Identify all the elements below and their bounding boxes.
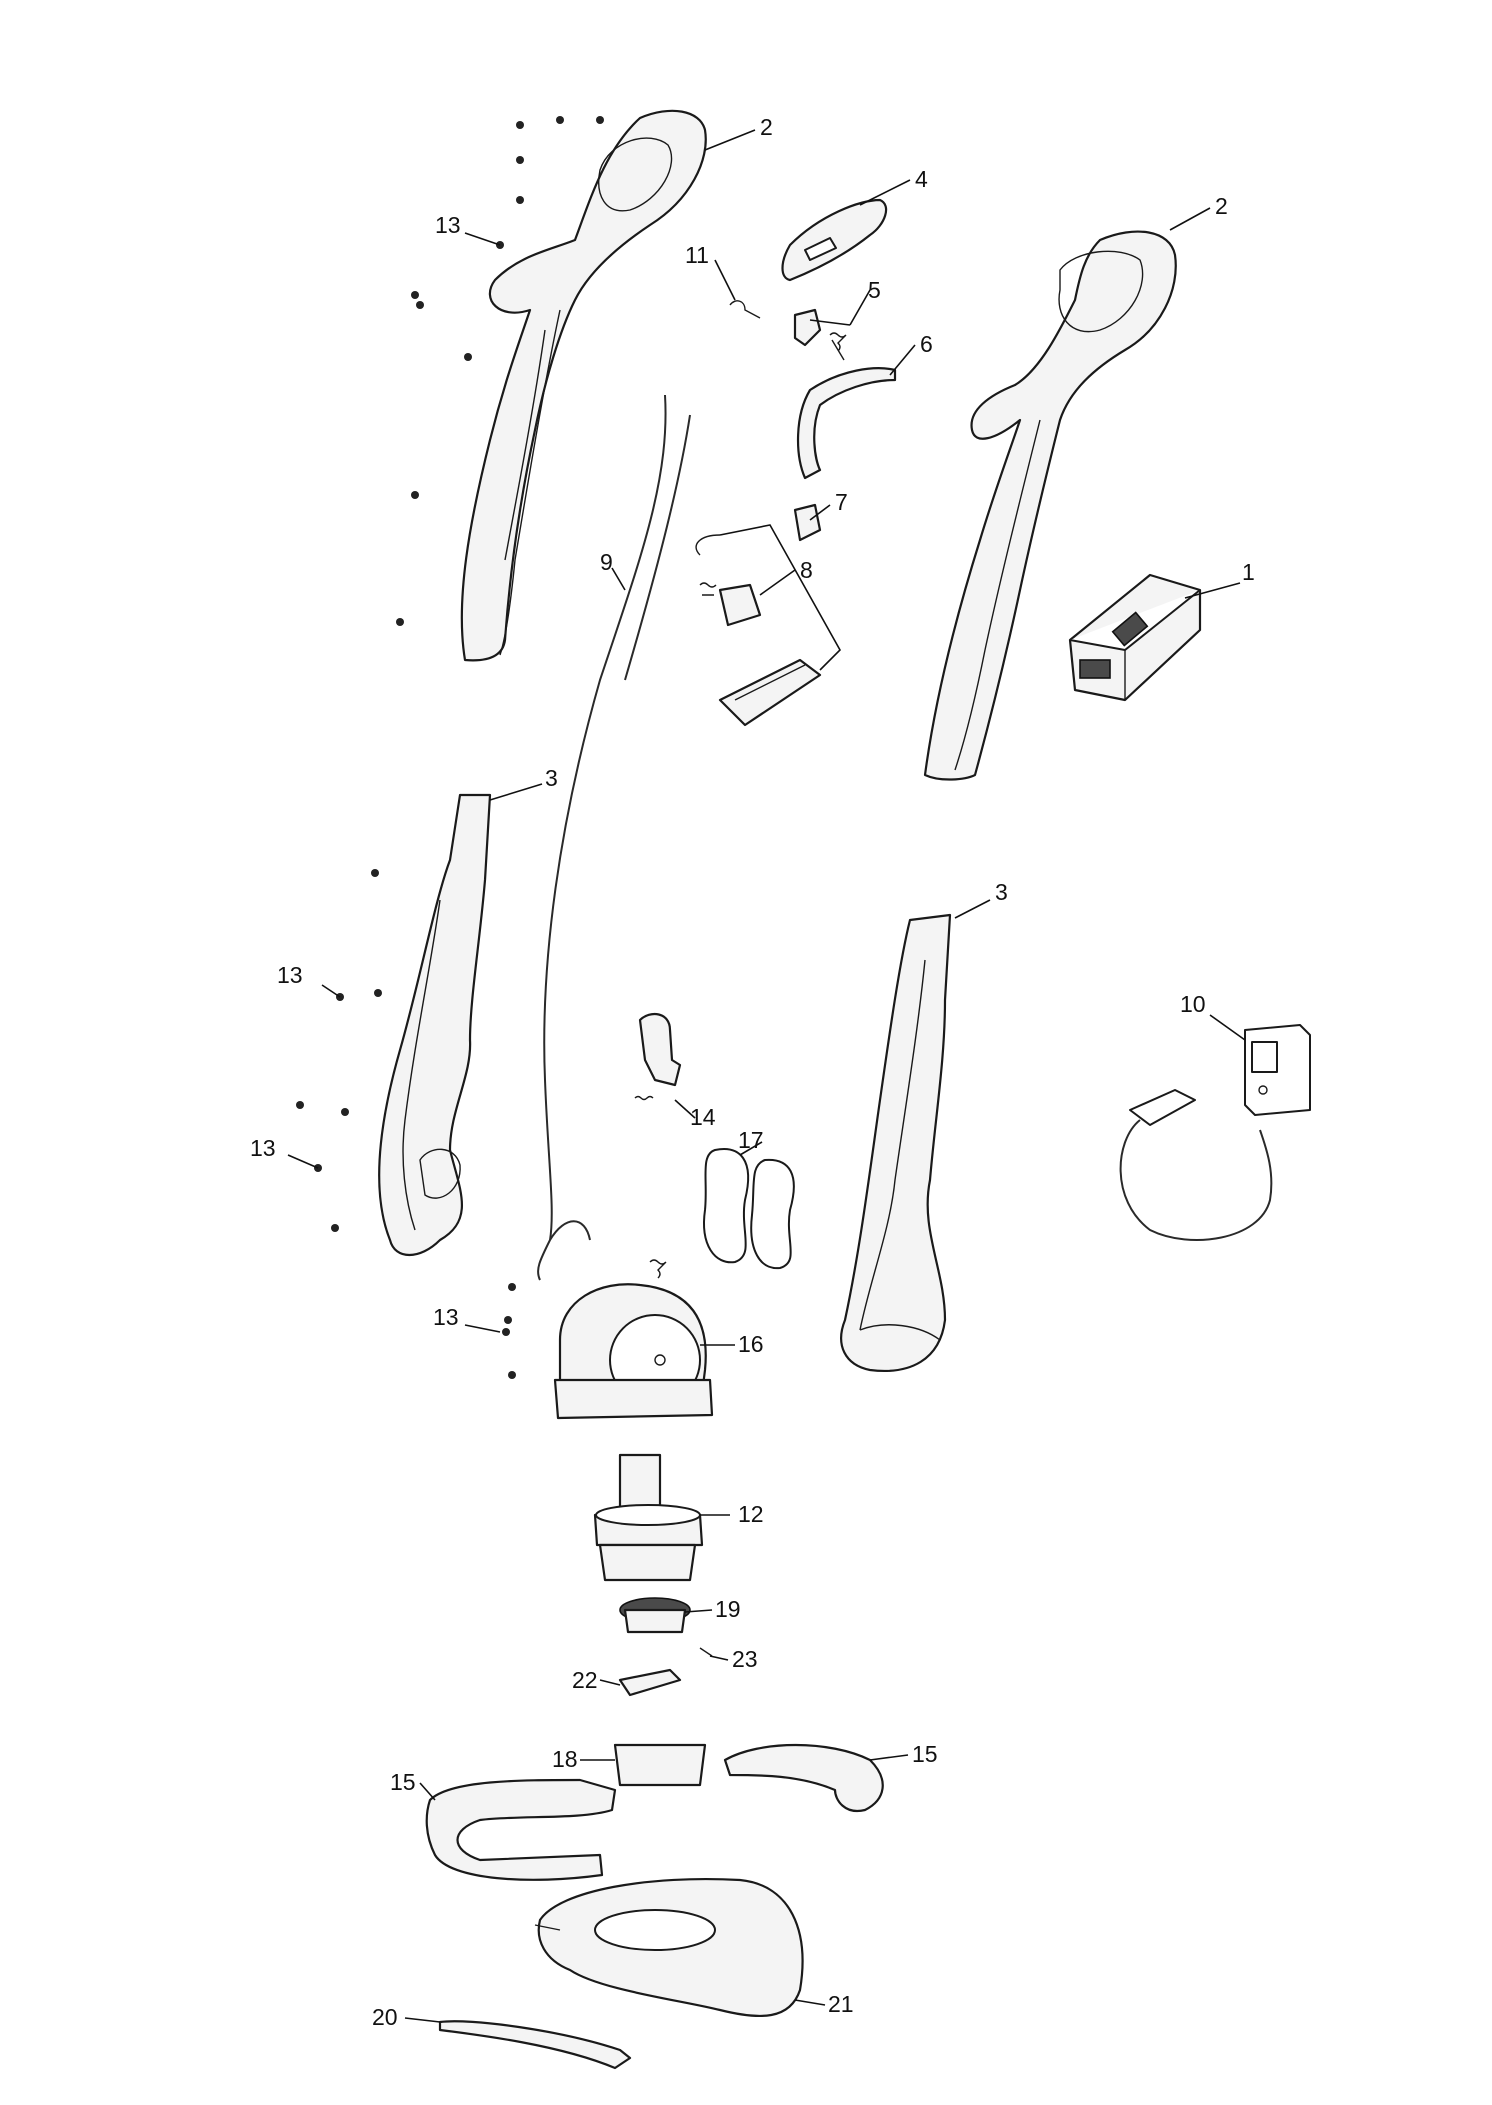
- battery-pack: [1068, 573, 1202, 702]
- switch: [793, 308, 822, 347]
- trigger-cover-slot: [804, 237, 837, 261]
- callout-17: 17: [738, 1127, 764, 1153]
- callout-12: 12: [738, 1501, 764, 1527]
- trigger-lever: [797, 367, 897, 480]
- callout-8: 8: [800, 557, 813, 583]
- switch-assembly: [695, 524, 841, 727]
- callout-4: 4: [915, 166, 928, 192]
- callout-3-left: 3: [545, 765, 558, 791]
- callout-11: 11: [685, 242, 709, 268]
- charger: [1119, 1024, 1311, 1241]
- callout-6: 6: [920, 331, 933, 357]
- callout-15-right: 15: [912, 1741, 938, 1767]
- callout-13-lower: 13: [250, 1135, 276, 1161]
- switch-spring: [829, 332, 847, 361]
- brush-holder: [634, 1012, 682, 1101]
- motor: [593, 1453, 704, 1582]
- trigger-cover: [781, 198, 888, 282]
- guard-half-right: [723, 1743, 884, 1813]
- micro-switch: [793, 503, 822, 542]
- spool-cover: [613, 1743, 707, 1787]
- edge-guide: [438, 2020, 632, 2070]
- callout-20: 20: [372, 2004, 398, 2030]
- callout-19: 19: [715, 1596, 741, 1622]
- spool-latch: [618, 1668, 682, 1697]
- callout-23: 23: [732, 1646, 758, 1672]
- callout-22: 22: [572, 1667, 598, 1693]
- upper-handle-left-half: [460, 109, 707, 662]
- upper-handle-right-half: [923, 230, 1177, 781]
- callout-2-right: 2: [1215, 193, 1228, 219]
- callout-16: 16: [738, 1331, 764, 1357]
- callout-21: 21: [828, 1991, 854, 2017]
- guard: [534, 1877, 804, 2018]
- spool-pin: [699, 1647, 713, 1657]
- callout-13-bottom: 13: [433, 1304, 459, 1330]
- clip-pin: [729, 300, 761, 319]
- guard-half-left: [425, 1778, 617, 1881]
- callout-18: 18: [552, 1746, 578, 1772]
- callout-15-left: 15: [390, 1769, 416, 1795]
- internal-wire: [537, 394, 667, 1281]
- callout-2-left: 2: [760, 114, 773, 140]
- callout-13-mid: 13: [277, 962, 303, 988]
- motor-housing-left-half: [378, 793, 492, 1256]
- callout-1: 1: [1242, 559, 1255, 585]
- callout-3-right: 3: [995, 879, 1008, 905]
- callout-9: 9: [600, 549, 613, 575]
- head-housing: [553, 1283, 714, 1420]
- callout-7: 7: [835, 489, 848, 515]
- cover-pads: [703, 1148, 795, 1270]
- callout-labels: 1 2 2 3 3 4 5 6 7 8 9 10 11 12 13 13 13 …: [250, 114, 1255, 2030]
- motor-spring: [649, 1259, 667, 1279]
- motor-housing-right-half: [840, 913, 952, 1372]
- callout-14: 14: [690, 1104, 716, 1130]
- spool: [619, 1597, 691, 1634]
- leader-lines: [287, 129, 1246, 2023]
- callout-5: 5: [868, 277, 881, 303]
- callout-13-top: 13: [435, 212, 461, 238]
- callout-10: 10: [1180, 991, 1206, 1017]
